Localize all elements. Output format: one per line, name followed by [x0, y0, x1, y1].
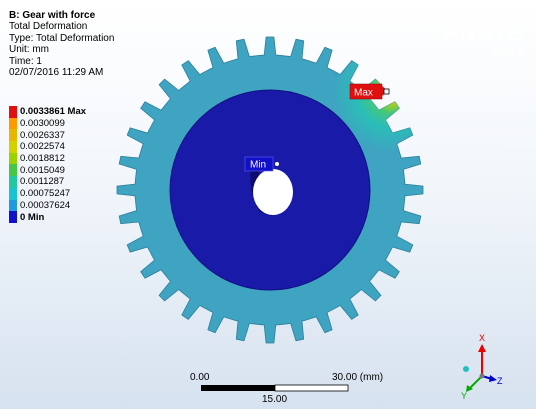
triad-z-label: Z — [497, 376, 503, 386]
min-probe[interactable]: Min — [244, 156, 279, 172]
result-time: Time: 1 — [9, 55, 42, 67]
scale-mid-label: 15.00 — [262, 394, 288, 405]
max-probe[interactable]: Max — [349, 83, 390, 100]
legend-swatch — [9, 117, 17, 130]
legend-value: 0.0018812 — [20, 153, 65, 165]
triad-y-label: Y — [461, 391, 467, 401]
legend-swatch — [9, 129, 17, 142]
result-name: Total Deformation — [9, 21, 88, 33]
legend-value: 0.0015049 — [20, 164, 65, 176]
legend-row: 0.00037624 — [9, 199, 86, 212]
legend-min-label: 0 Min — [20, 211, 45, 223]
legend-value: 0.0030099 — [20, 118, 65, 130]
max-probe-label: Max — [354, 88, 373, 99]
result-type: Type: Total Deformation — [9, 32, 115, 44]
legend-swatch — [9, 199, 17, 212]
legend-swatch-min — [9, 211, 17, 223]
legend-value: 0.00037624 — [20, 199, 71, 211]
legend-row: 0.0015049 — [9, 164, 86, 177]
legend-value: 0.0011287 — [20, 176, 65, 188]
legend-row: 0.00075247 — [9, 187, 86, 200]
result-info: B: Gear with force Total Deformation Typ… — [9, 10, 114, 78]
legend-swatch — [9, 152, 17, 165]
legend-row: 0.0011287 — [9, 176, 86, 188]
legend-swatch — [9, 141, 17, 153]
brand-name: ANSYS — [443, 20, 524, 45]
legend-swatch — [9, 164, 17, 177]
legend-max-label: 0.0033861 Max — [20, 105, 87, 117]
min-probe-label: Min — [250, 160, 266, 171]
legend-row: 0.0030099 — [9, 117, 86, 130]
scale-start-label: 0.00 — [190, 372, 210, 383]
legend-value: 0.0026337 — [20, 129, 65, 141]
result-date: 02/07/2016 11:29 AM — [9, 67, 104, 79]
result-unit: Unit: mm — [9, 44, 49, 56]
legend-value: 0.00075247 — [20, 188, 71, 200]
scale-bar — [201, 384, 349, 392]
brand-version: R15.0 — [491, 44, 524, 58]
analysis-title: B: Gear with force — [9, 10, 96, 21]
triad-x-label: X — [479, 333, 485, 343]
legend-row: 0.0022574 — [9, 141, 86, 153]
legend-swatch — [9, 176, 17, 188]
ansys-logo: ANSYS R15.0 — [443, 20, 524, 59]
scale-end-label: 30.00 (mm) — [332, 372, 384, 383]
legend-row: 0.0026337 — [9, 129, 86, 142]
legend-row: 0.0018812 — [9, 152, 86, 165]
legend-swatch — [9, 187, 17, 200]
legend-swatch-max — [9, 106, 17, 118]
coordinate-triad[interactable]: X Y Z — [461, 333, 503, 401]
legend-value: 0.0022574 — [20, 141, 65, 153]
gear-bore — [253, 169, 293, 215]
